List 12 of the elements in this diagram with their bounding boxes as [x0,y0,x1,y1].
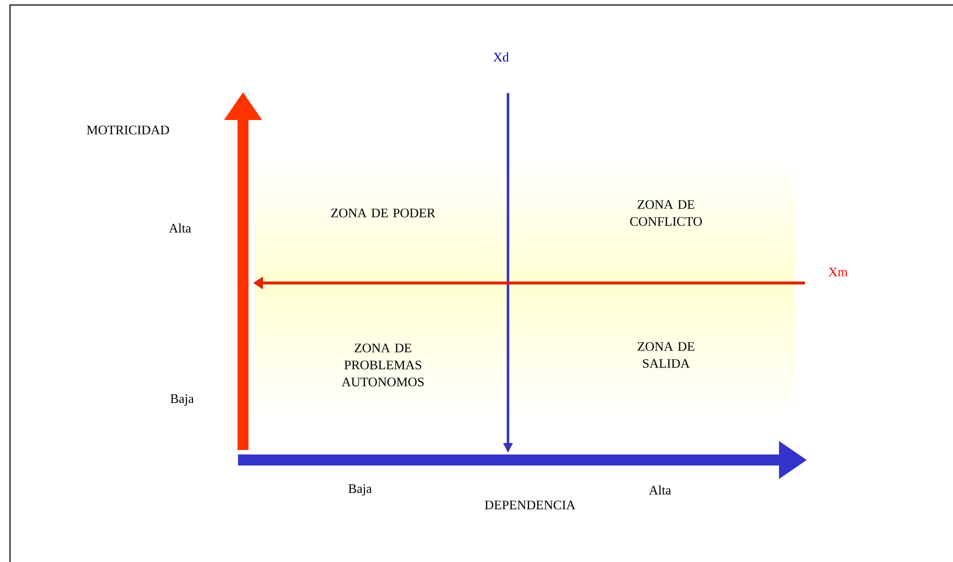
zone-label: ZONA DE PROBLEMAS AUTONOMOS [342,344,424,386]
axis-level-label: Alta [648,485,672,495]
threshold-label: Xd [493,52,509,62]
axis-level-label: Alta [168,223,192,233]
zone-label: ZONA DE CONFLICTO [630,200,702,226]
zone-label: ZONA DE SALIDA [638,342,694,368]
axis-title: MOTRICIDAD [86,126,169,134]
threshold-label: Xm [828,268,848,276]
axis-level-label: Baja [170,394,194,406]
zone-label: ZONA DE PODER [331,208,436,218]
axis-level-label: Baja [348,484,372,496]
axis-title: DEPENDENCIA [484,500,576,510]
